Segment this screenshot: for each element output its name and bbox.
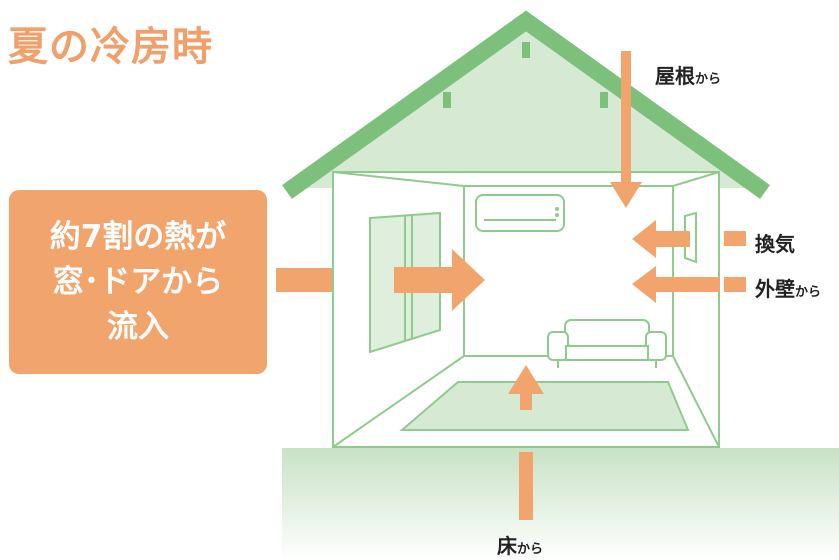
- roof-support: [600, 92, 608, 108]
- roof-label: 屋根から: [655, 60, 721, 89]
- roof: [282, 10, 770, 199]
- callout-line-3: 流入: [107, 308, 169, 345]
- ventilation-heat-arrow: [632, 220, 690, 258]
- floor-label: 床から: [497, 530, 543, 559]
- air-conditioner: [475, 194, 565, 232]
- floor-label-text: 床: [497, 534, 517, 558]
- ground: [282, 448, 839, 560]
- wall-label-text: 外壁: [755, 277, 795, 301]
- heat-callout-box: 約7割の熱が 窓･ドアから 流入: [9, 190, 267, 374]
- roof-label-text: 屋根: [655, 64, 695, 88]
- floor-label-suffix: から: [517, 542, 544, 557]
- roof-label-suffix: から: [695, 72, 722, 87]
- roof-support: [443, 92, 451, 108]
- wall-heat-arrow-outside: [724, 277, 746, 292]
- roof-heat-arrow: [610, 51, 642, 208]
- callout-line-1: 約7割の熱が: [49, 218, 227, 255]
- sofa: [547, 319, 667, 368]
- wall-label: 外壁から: [755, 273, 821, 302]
- window-heat-arrow: [394, 249, 485, 311]
- attic-fill: [294, 22, 758, 188]
- ventilation-heat-arrow-outside: [724, 231, 746, 246]
- ventilation-label: 換気: [755, 232, 795, 256]
- roof-support: [522, 42, 530, 58]
- heat-arrows: [276, 51, 746, 520]
- floor-heat-arrow-outside: [519, 452, 533, 520]
- wall-heat-arrow: [632, 266, 720, 303]
- window-heat-arrow-outside: [276, 268, 332, 292]
- rug: [399, 381, 690, 431]
- floor-heat-arrow-inside: [508, 365, 544, 410]
- wall-label-suffix: から: [795, 285, 822, 300]
- callout-line-2: 窓･ドアから: [52, 263, 224, 300]
- page-title: 夏の冷房時: [8, 24, 213, 70]
